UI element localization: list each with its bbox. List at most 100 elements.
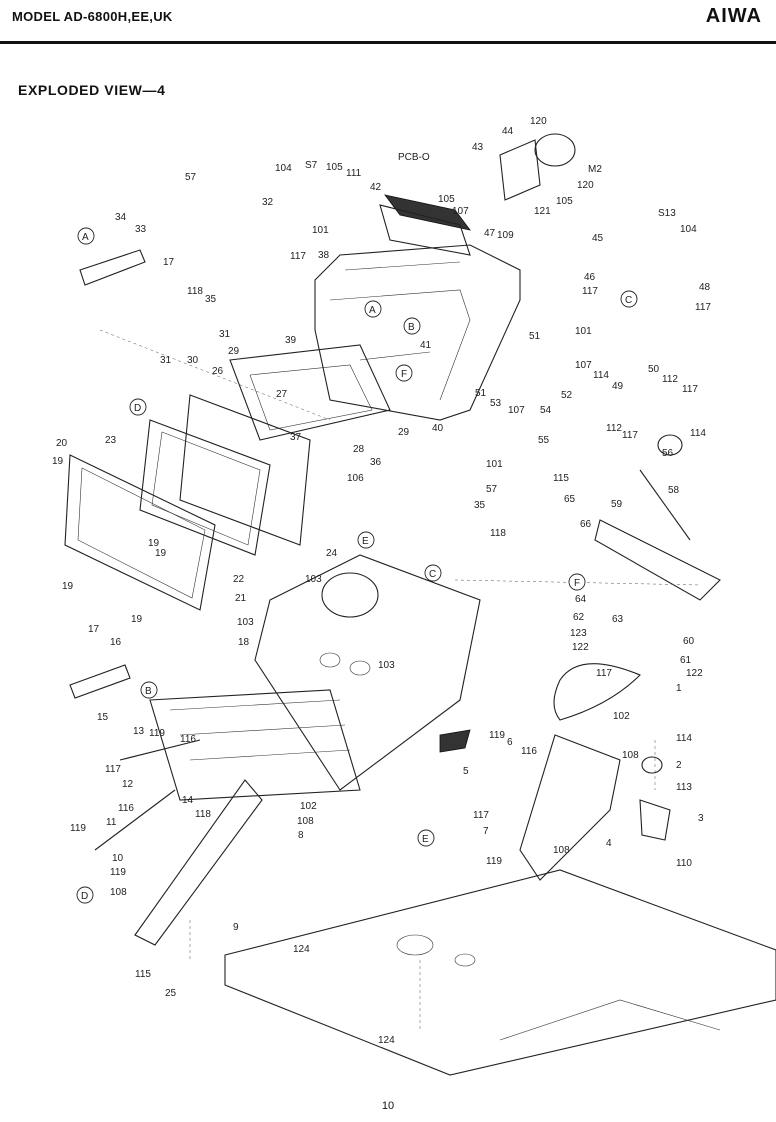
- part-label: 4: [606, 838, 612, 849]
- part-label: 19: [131, 614, 143, 625]
- part-label: 42: [370, 182, 382, 193]
- part-label: 20: [56, 438, 68, 449]
- part-label: 114: [676, 733, 692, 744]
- part-label: 9: [233, 922, 239, 933]
- part-label: 27: [276, 389, 288, 400]
- part-label: 29: [228, 346, 240, 357]
- part-label: 103: [378, 660, 395, 671]
- part-label: 108: [110, 887, 127, 898]
- part-label: 19: [155, 548, 167, 559]
- part-label: 119: [486, 856, 502, 867]
- section-title: EXPLODED VIEW—4: [18, 82, 166, 98]
- front-plates: [64, 394, 311, 611]
- marker-c-2: C: [424, 564, 442, 582]
- part-label: 58: [668, 485, 680, 496]
- part-label: 12: [122, 779, 134, 790]
- part-label: 120: [530, 116, 547, 127]
- marker-f: F: [395, 364, 413, 382]
- part-label: 106: [347, 473, 364, 484]
- part-label: 57: [185, 172, 197, 183]
- part-label: 116: [118, 803, 134, 814]
- part-label: 36: [370, 457, 382, 468]
- part-label: 64: [575, 594, 587, 605]
- part-label: 30: [187, 355, 199, 366]
- part-label: 11: [106, 817, 117, 828]
- part-label: 122: [572, 642, 589, 653]
- part-label: 110: [676, 858, 692, 869]
- part-label: 117: [695, 302, 711, 313]
- marker-e-2: E: [417, 829, 435, 847]
- model-number: MODEL AD-6800H,EE,UK: [12, 9, 173, 24]
- marker-d: D: [129, 398, 147, 416]
- part-label: 49: [612, 381, 624, 392]
- cassette-holder: [229, 344, 391, 441]
- marker-c: C: [620, 290, 638, 308]
- part-label: S13: [658, 208, 676, 219]
- part-label: 33: [135, 224, 147, 235]
- part-label: 108: [297, 816, 314, 827]
- part-label: 124: [378, 1035, 395, 1046]
- part-label: 43: [472, 142, 484, 153]
- part-label: 47: [484, 228, 496, 239]
- svg-text:F: F: [574, 578, 580, 589]
- part-label: 118: [187, 286, 203, 297]
- part-label: 118: [490, 528, 506, 539]
- part-label: 18: [238, 637, 250, 648]
- part-label: 117: [473, 810, 489, 821]
- svg-text:A: A: [82, 232, 89, 243]
- part-label: 116: [521, 746, 537, 757]
- part-label: 32: [262, 197, 274, 208]
- part-label: 51: [475, 388, 487, 399]
- part-label: 3: [698, 813, 704, 824]
- part-label: 103: [305, 574, 322, 585]
- part-label: 41: [420, 340, 432, 351]
- part-label: 60: [683, 636, 695, 647]
- page-number: 10: [381, 1100, 395, 1112]
- part-label: 19: [52, 456, 64, 467]
- part-label: 40: [432, 423, 444, 434]
- part-label: 15: [97, 712, 109, 723]
- part-label: 59: [611, 499, 623, 510]
- part-label: 115: [553, 473, 569, 484]
- part-label: 111: [346, 168, 362, 179]
- part-label: 116: [180, 734, 196, 745]
- part-label: 107: [452, 206, 469, 217]
- marker-a: A: [77, 227, 95, 245]
- part-label: 17: [88, 624, 100, 635]
- part-label: 2: [676, 760, 682, 771]
- part-label: S7: [305, 160, 318, 171]
- part-label: 120: [577, 180, 594, 191]
- part-label: 19: [148, 538, 160, 549]
- marker-b: B: [403, 317, 421, 335]
- svg-text:F: F: [401, 369, 407, 380]
- part-label: 48: [699, 282, 711, 293]
- svg-text:E: E: [422, 834, 429, 845]
- part-label: 29: [398, 427, 410, 438]
- svg-text:D: D: [134, 403, 141, 414]
- part-label: 51: [529, 331, 541, 342]
- part-label: 54: [540, 405, 552, 416]
- motor-m2: [499, 133, 576, 201]
- part-label: 53: [490, 398, 502, 409]
- part-label: 39: [285, 335, 297, 346]
- part-label: 102: [613, 711, 630, 722]
- part-label: 115: [135, 969, 151, 980]
- part-label: 119: [149, 728, 165, 739]
- right-side-parts: [519, 434, 721, 881]
- reference-markers: A A B B C C D D E E F F: [76, 227, 638, 904]
- brand-logo: AIWA: [705, 5, 762, 27]
- pcb-board: [379, 194, 471, 256]
- part-label: 108: [622, 750, 639, 761]
- part-label: 103: [237, 617, 254, 628]
- header-rule: [0, 41, 776, 44]
- part-label: 117: [596, 668, 612, 679]
- part-label: 19: [62, 581, 74, 592]
- part-label: 63: [612, 614, 624, 625]
- part-label: 31: [160, 355, 172, 366]
- part-label: 117: [105, 764, 121, 775]
- part-label: M2: [588, 164, 602, 175]
- part-number-labels: 120 44 43 M2 120 105 121 45 PCB-O 104 S7…: [52, 116, 711, 1046]
- svg-text:A: A: [369, 305, 376, 316]
- part-label: 119: [489, 730, 505, 741]
- part-label: 14: [182, 795, 194, 806]
